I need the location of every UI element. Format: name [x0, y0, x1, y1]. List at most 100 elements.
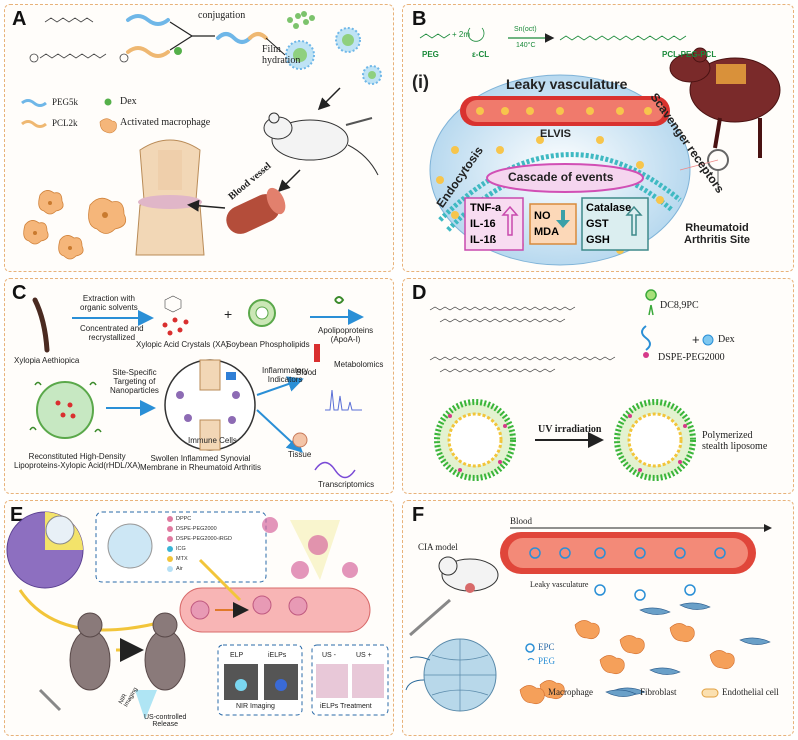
catalyst-label: Sn(oct): [514, 26, 537, 33]
e-legend-item-4: ICG: [176, 546, 186, 552]
oxidative-item-2: MDA: [534, 226, 560, 238]
panel-b-label: B: [412, 8, 427, 30]
macrophage-f-icon: [539, 620, 735, 700]
elp-label: ELP: [230, 652, 244, 659]
antioxidant-list: Catalase GST GSH: [586, 200, 631, 248]
peg-chain-icon: [126, 14, 170, 26]
dc-lipid-icon: [645, 289, 657, 316]
micelle-icon: [285, 27, 382, 85]
antioxidant-item-1: Catalase: [586, 202, 632, 214]
rhdl-label: Reconstituted High-Density Lipoproteins-…: [14, 452, 141, 470]
tissue-icon: [292, 432, 308, 448]
ra-site-label: Rheumatoid Arthritis Site: [684, 222, 751, 246]
treatment-label: iELPs Treatment: [320, 703, 372, 710]
legend-peg-label: PEG5k: [52, 97, 79, 107]
site-specific-label: Site-Specific Targeting of Nanoparticles: [110, 368, 159, 395]
mouse-e1-icon: [69, 612, 111, 691]
panel-b-sub-label: (i): [412, 72, 429, 92]
oxidative-list: NO MDA: [534, 208, 559, 240]
panel-e-label: E: [10, 504, 24, 526]
fibroblast-f-icon: [614, 602, 771, 695]
pcl-chain-icon: [126, 46, 170, 58]
cia-label: CIA model: [418, 542, 458, 552]
leaky-vasculature-label: Leaky vasculature: [506, 76, 628, 92]
mouse-e2-icon: [144, 612, 186, 691]
blood-f-label: Blood: [510, 516, 533, 526]
blood-label: Blood: [296, 368, 317, 377]
ecl-label: ε-CL: [472, 50, 490, 59]
oxidative-item-1: NO: [534, 210, 551, 222]
soybean-label: Soybean Phospholipids: [226, 340, 310, 349]
us-plus-label: US +: [356, 652, 372, 659]
blood-tube-icon: [314, 344, 320, 362]
cell-membrane-icon: [438, 152, 682, 222]
panel-a-label: A: [12, 8, 27, 30]
immune-cells-icon: [176, 391, 240, 424]
dspe-peg-icon: [641, 325, 651, 351]
panel-c-label: C: [12, 282, 27, 304]
rhdl-particle-icon: [36, 381, 94, 439]
legend-dex-label: Dex: [120, 96, 137, 107]
tissue-label: Tissue: [288, 450, 312, 459]
peg-f-label: PEG: [538, 656, 556, 666]
xylopia-pod-icon: [32, 297, 50, 353]
e-legend-item-6: Air: [176, 566, 183, 572]
e-legend-item-3: DSPE-PEG2000-iRGD: [176, 536, 232, 542]
us-release-label: US-controlled Release: [144, 714, 187, 728]
cascade-label: Cascade of events: [508, 170, 614, 184]
blood-vessel-icon: [226, 187, 286, 234]
cytokine-item-3: IL-1ß: [470, 234, 497, 246]
dex-d-label: Dex: [718, 334, 735, 345]
temp-label: 140°C: [516, 42, 536, 49]
plus-label: + 2m: [452, 30, 471, 39]
dex-particles-icon: [287, 11, 315, 29]
metabolomics-spectrum-icon: [325, 389, 362, 411]
nir-imaging-label: NIR Imaging: [236, 703, 275, 710]
panel-f-label: F: [412, 504, 425, 526]
peg-molecule-icon: [29, 17, 129, 63]
metabolomics-label: Metabolomics: [334, 360, 384, 369]
macrophage-f-label: Macrophage: [548, 687, 593, 697]
oxidative-box: [529, 203, 577, 245]
e-legend-item-2: DSPE-PEG2000: [176, 526, 217, 532]
ielps-label: iELPs: [268, 652, 287, 659]
us-minus-label: US -: [322, 652, 336, 659]
e-legend: DPPC DSPE-PEG2000 DSPE-PEG2000-iRGD ICG …: [176, 514, 232, 574]
plus-c-label: +: [224, 306, 233, 322]
legend-macrophage-label: Activated macrophage: [120, 117, 211, 128]
legend-pcl-label: PCL2k: [52, 118, 78, 128]
panel-d: [402, 278, 794, 494]
rat-icon: [669, 47, 781, 158]
peg-label: PEG: [422, 50, 439, 59]
immune-cells-label: Immune Cells: [188, 436, 237, 445]
vessel-e-icon: [179, 587, 371, 633]
polymerized-label: Polymerized stealth liposome: [702, 430, 768, 452]
liposome-after-icon: [614, 399, 696, 481]
antioxidant-box: [581, 197, 649, 251]
film-hydration-label: Film hydration: [262, 44, 301, 66]
cytokine-item-2: IL-16: [470, 218, 496, 230]
extraction-label: Extraction with organic solvents: [80, 294, 138, 312]
concentrated-label: Concentrated and recrystallized: [80, 324, 144, 342]
apo-label: Apolipoproteins (ApoA-I): [318, 326, 374, 344]
xylopia-label: Xylopia Aethiopica: [14, 356, 80, 365]
conjugate-icon: [216, 32, 252, 44]
antioxidant-item-3: GSH: [586, 234, 610, 246]
apolipoprotein-icon: [334, 296, 345, 304]
elvis-label: ELVIS: [540, 128, 571, 140]
dc-label: DC8,9PC: [660, 300, 699, 311]
transcriptomics-label: Transcriptomics: [318, 480, 375, 489]
swollen-label: Swollen Inflammed Synovial Membrane in R…: [140, 454, 261, 472]
e-legend-item-5: MTX: [176, 556, 188, 562]
transcriptomics-curve-icon: [314, 461, 356, 479]
conjugation-label: conjugation: [198, 10, 246, 21]
endothelial-f-label: Endothelial cell: [722, 687, 779, 697]
fibroblast-f-label: Fibroblast: [640, 687, 677, 697]
plus-d-label: +: [692, 332, 700, 347]
